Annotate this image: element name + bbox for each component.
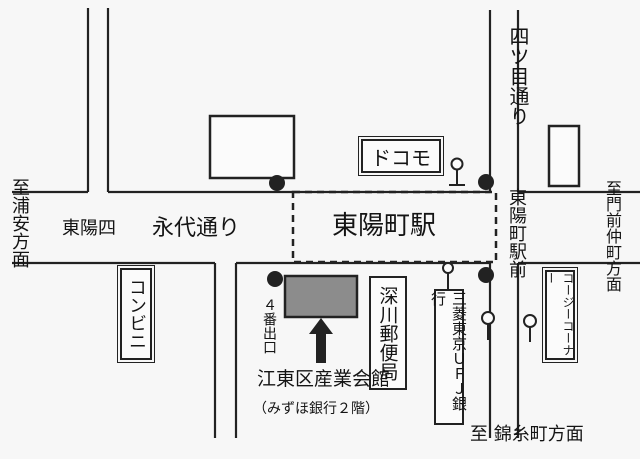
building bbox=[547, 124, 581, 188]
target-building-note: （みずほ銀行２階） bbox=[253, 401, 379, 417]
direction-urayasu: 至浦安方面 bbox=[9, 178, 30, 268]
toyo4-label: 東陽四 bbox=[62, 218, 116, 239]
station-front-label: 東陽町駅前 bbox=[506, 188, 527, 278]
target-building-name: 江東区産業会館 bbox=[257, 368, 391, 390]
target-arrow bbox=[309, 318, 333, 363]
direction-kinshicho: 至 錦糸町方面 bbox=[470, 424, 584, 445]
konbini-shop: コンビニ bbox=[117, 265, 155, 363]
nagai-dori-label: 永代通り bbox=[152, 216, 241, 241]
road-lines bbox=[12, 8, 640, 438]
ufj-bank: 三菱東京ＵＦＪ銀行 bbox=[429, 289, 468, 425]
station-exit-dot bbox=[478, 174, 494, 190]
station-exit-dot bbox=[269, 175, 285, 191]
post-office: 深川郵便局 bbox=[369, 276, 407, 390]
station-exit-dot bbox=[478, 267, 494, 283]
docomo-shop: ドコモ bbox=[358, 136, 444, 176]
target-building bbox=[283, 274, 359, 319]
station-exit-dot bbox=[267, 271, 283, 287]
station-name-label: 東陽町駅 bbox=[332, 211, 437, 241]
station-outline bbox=[291, 190, 498, 264]
exit-4-label: ４番出口 bbox=[261, 298, 277, 354]
yotsume-dori-label: 四ツ目通り bbox=[506, 26, 530, 126]
direction-monzen-nakacho: 至門前仲町方面 bbox=[603, 180, 622, 292]
bus-stop-symbols bbox=[442, 157, 537, 342]
cozy-corner-shop: コージーコーナー bbox=[542, 267, 578, 363]
building bbox=[208, 114, 296, 180]
